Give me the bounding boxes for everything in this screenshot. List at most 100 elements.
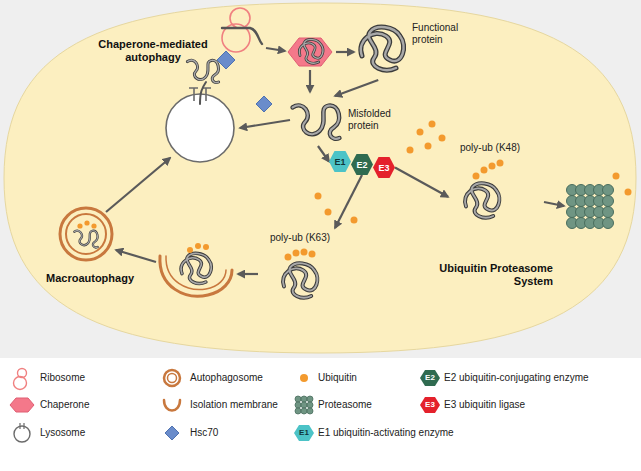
hsc70-diamond: [217, 51, 235, 69]
arrow-connector: [335, 175, 362, 228]
legend-label: Ubiquitin: [318, 372, 357, 384]
arrow: [106, 158, 170, 212]
section-heading: Ubiquitin Proteasome System: [416, 262, 553, 288]
misfolded-protein-figure: [293, 105, 340, 138]
ubiquitin-dot: [195, 243, 201, 249]
hsc70-diamond: [256, 96, 272, 112]
cma-substrate: [187, 60, 218, 82]
protein-group: Functional protein: [356, 12, 473, 80]
autophagosome-inner: [66, 214, 106, 254]
arrow-connector: [395, 168, 448, 197]
ubiquitin-dot: [497, 160, 504, 167]
arrow: [266, 48, 285, 51]
ubiquitin-dot: [285, 254, 292, 261]
ubiquitin-dot: [481, 167, 488, 174]
legend-label: E1 ubiquitin-activating enzyme: [318, 427, 454, 439]
legend-icon: [420, 397, 440, 413]
enzyme-icon-label: E1: [299, 428, 309, 438]
engulfed-protein: [74, 231, 97, 248]
legend-icon: [294, 425, 314, 441]
legend-icon: [164, 400, 180, 411]
ubiquitin-dot: [315, 193, 322, 200]
enzyme-label: E1: [334, 157, 345, 167]
enzyme-hexagon: E3: [373, 157, 395, 178]
ubiquitin-dot: [301, 249, 308, 256]
legend-label: Hsc70: [190, 427, 218, 439]
cell-outline: [4, 3, 636, 353]
translocating-chain: [200, 82, 206, 104]
legend-label: Ribosome: [40, 372, 85, 384]
legend-label: Lysosome: [40, 427, 85, 439]
legend-icon: [14, 426, 30, 442]
isolation-membrane: [166, 256, 226, 290]
chaperone-hexagon: [288, 38, 332, 66]
k63-protein-figure: [283, 263, 317, 297]
ubiquitin-dot: [187, 247, 193, 253]
arrow-connector: [335, 80, 378, 96]
section-heading: Chaperone-mediated autophagy: [94, 38, 212, 64]
protein-group: poly-ub (K48): [448, 138, 540, 222]
enzyme-icon-label: E2: [425, 373, 435, 383]
arrow: [309, 70, 311, 92]
protein-label: poly-ub (K63): [270, 232, 330, 244]
ubiquitin-dot: [77, 223, 82, 228]
ubiquitin-dot: [293, 250, 300, 257]
protein-group: Misfolded protein: [290, 96, 410, 146]
legend-label: Proteasome: [318, 399, 372, 411]
legend-icon: [20, 423, 24, 429]
legend-icon: [14, 377, 27, 390]
legend-icon: [420, 370, 440, 386]
ubiquitin-dot: [439, 135, 446, 142]
enzyme-hexagon: E2: [351, 154, 373, 175]
legend-icon: [10, 398, 34, 412]
legend-label: Autophagosome: [190, 372, 263, 384]
ubiquitin-dot: [473, 173, 480, 180]
ubiquitin-dot: [351, 217, 358, 224]
ubiquitin-dot: [203, 244, 209, 250]
ubiquitin-dot: [309, 251, 316, 258]
ubiquitin-dot: [613, 173, 620, 180]
ubiquitin-dot: [425, 143, 432, 150]
folding-protein: [299, 39, 323, 63]
nascent-chain: [222, 28, 262, 44]
isolation-membrane: [160, 256, 232, 296]
legend-label: E2 ubiquitin-conjugating enzyme: [444, 372, 589, 384]
section-heading: Macroautophagy: [46, 272, 134, 285]
enzyme-hexagon: E1: [329, 151, 351, 172]
legend-label: Chaperone: [40, 399, 89, 411]
protein-label: Misfolded protein: [348, 108, 404, 132]
ubiquitin-dot: [625, 189, 632, 196]
arrow: [240, 120, 290, 128]
legend-icon: [300, 374, 308, 382]
ubiquitin-dot: [429, 121, 436, 128]
arrow: [336, 51, 354, 53]
hexagon-shape: [351, 154, 373, 175]
legend-label: Isolation membrane: [190, 399, 278, 411]
ubiquitin-dot: [325, 209, 332, 216]
k63-protein-figure: [181, 253, 211, 283]
arrow: [238, 273, 258, 275]
ubiquitin-dot: [489, 163, 496, 170]
k48-protein-figure: [465, 183, 499, 217]
arrow: [544, 202, 564, 206]
legend-icon: [164, 370, 180, 386]
ubiquitin-dot: [417, 129, 424, 136]
protein-label: Functional protein: [412, 22, 470, 46]
enzyme-label: E3: [378, 163, 389, 173]
legend-icon: [168, 374, 177, 383]
arrow-connector: [318, 146, 329, 162]
legend-label: E3 ubiquitin ligase: [444, 399, 525, 411]
enzyme-label: E2: [356, 160, 367, 170]
figure-ground: [0, 0, 641, 358]
hexagon-shape: [373, 157, 395, 178]
legend-icon: [295, 396, 313, 414]
arrow: [116, 250, 156, 262]
functional-protein-figure: [361, 27, 404, 70]
enzyme-icon-label: E3: [425, 400, 435, 410]
ubiquitin-dot: [84, 220, 89, 225]
proteasome: [567, 185, 614, 229]
protein-label: poly-ub (K48): [460, 142, 520, 154]
ubiquitin-dot: [91, 223, 96, 228]
